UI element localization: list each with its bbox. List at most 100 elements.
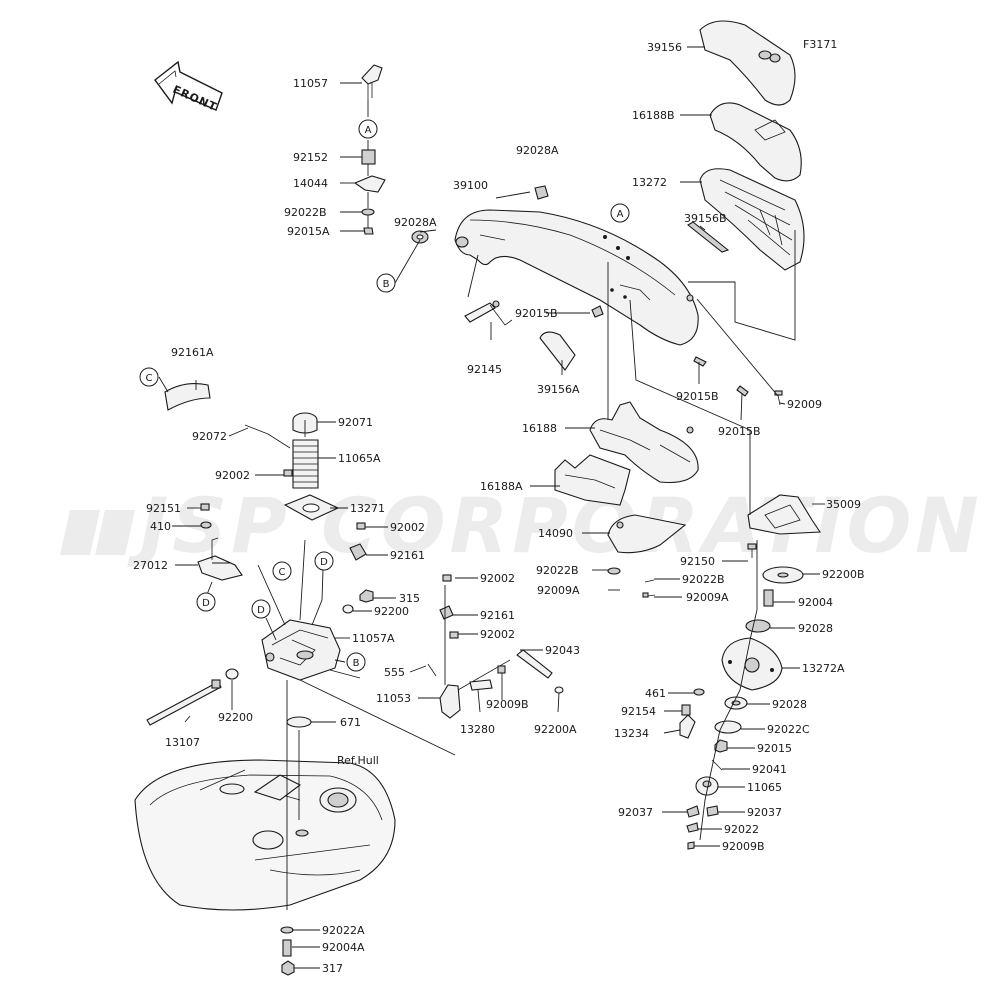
- label-555: 555: [384, 666, 405, 679]
- label-92002-d: 92002: [480, 628, 515, 641]
- plate-14090: [607, 514, 687, 554]
- label-92028-lower: 92028: [772, 698, 807, 711]
- pad-92161-b: [439, 605, 454, 620]
- label-92022A: 92022A: [322, 924, 365, 937]
- label-13280: 13280: [460, 723, 495, 736]
- hinge-14044: [353, 175, 386, 193]
- oring-671: [286, 716, 312, 728]
- lever-11053: [439, 684, 461, 719]
- label-11057A: 11057A: [352, 632, 395, 645]
- washer-92200-left: [225, 668, 239, 680]
- label-410: 410: [150, 520, 171, 533]
- label-92152: 92152: [293, 151, 328, 164]
- label-92009A-left: 92009A: [537, 584, 580, 597]
- label-92002-a: 92002: [215, 469, 250, 482]
- fitting-92004: [763, 589, 774, 607]
- label-92022C: 92022C: [767, 723, 810, 736]
- screw-92002-a: [283, 469, 293, 477]
- bracket-35009: [747, 494, 821, 535]
- washer-92022B: [607, 567, 621, 575]
- bolt-92150: [747, 543, 757, 558]
- hull-reference: [134, 759, 396, 911]
- label-39156B: 39156B: [684, 212, 727, 225]
- label-92154: 92154: [621, 705, 656, 718]
- label-92022B-left: 92022B: [284, 206, 327, 219]
- grating-13272: [699, 168, 805, 271]
- screw-92009B-right: [687, 841, 695, 850]
- label-92015B-right: 92015B: [718, 425, 761, 438]
- label-315: 315: [399, 592, 420, 605]
- label-317: 317: [322, 962, 343, 975]
- bolt-92028A-top: [534, 185, 549, 200]
- label-92022: 92022: [724, 823, 759, 836]
- callout-A-left: A: [365, 125, 372, 136]
- callout-D-upper: D: [320, 557, 328, 568]
- figure-id: F3171: [803, 38, 837, 51]
- plate-13272A: [721, 637, 783, 691]
- deck-39100: [454, 209, 699, 346]
- label-92009: 92009: [787, 398, 822, 411]
- clamp-92022: [686, 822, 699, 833]
- pad-39156B: [687, 221, 730, 253]
- label-16188A: 16188A: [480, 480, 523, 493]
- label-39156A: 39156A: [537, 383, 580, 396]
- fitting-13234: [679, 714, 696, 739]
- washer-92022C: [714, 720, 742, 734]
- label-92041: 92041: [752, 763, 787, 776]
- rod-13107: [146, 679, 222, 726]
- washer-92028: [745, 619, 771, 633]
- label-14044: 14044: [293, 177, 328, 190]
- label-92072: 92072: [192, 430, 227, 443]
- callout-D-lower: D: [257, 605, 265, 616]
- label-92004: 92004: [798, 596, 833, 609]
- duct-16188A: [554, 454, 631, 506]
- label-92015: 92015: [757, 742, 792, 755]
- nipple-92154: [681, 704, 691, 716]
- label-11065: 11065: [747, 781, 782, 794]
- label-92071: 92071: [338, 416, 373, 429]
- label-92043: 92043: [545, 644, 580, 657]
- label-13107: 13107: [165, 736, 200, 749]
- handle-11057: [361, 64, 383, 100]
- bellows-11065A: [292, 439, 319, 489]
- label-92002-c: 92002: [480, 572, 515, 585]
- label-92150: 92150: [680, 555, 715, 568]
- pad-39156A: [539, 331, 576, 371]
- watermark: JSP CORPORATION: [60, 481, 979, 570]
- washer-92022B-left: [361, 208, 375, 216]
- label-92200B: 92200B: [822, 568, 865, 581]
- screw-92002-c: [442, 574, 452, 582]
- callout-B-bottom: B: [353, 658, 360, 669]
- bushing-92028A-left: [411, 230, 429, 244]
- part-labels: 39156 16188B 13272 39156B 39100 92028A 9…: [133, 41, 865, 975]
- label-92028A-top: 92028A: [516, 144, 559, 157]
- label-16188: 16188: [522, 422, 557, 435]
- screws-92009A: [642, 579, 656, 598]
- label-16188B: 16188B: [632, 109, 675, 122]
- label-92037-right: 92037: [747, 806, 782, 819]
- label-92200A: 92200A: [534, 723, 577, 736]
- label-92151: 92151: [146, 502, 181, 515]
- label-35009: 35009: [826, 498, 861, 511]
- label-92161A: 92161A: [171, 346, 214, 359]
- label-92015B-mid: 92015B: [676, 390, 719, 403]
- label-92015B-upper: 92015B: [515, 307, 558, 320]
- label-39156: 39156: [647, 41, 682, 54]
- label-92028: 92028: [798, 622, 833, 635]
- label-92022B-right: 92022B: [682, 573, 725, 586]
- collar-92152: [361, 149, 376, 165]
- label-ref-hull: Ref.Hull: [337, 754, 379, 767]
- bracket-27012: [197, 537, 243, 581]
- front-arrow-icon: FRONT: [154, 60, 223, 114]
- duct-16188: [589, 401, 699, 484]
- label-14090: 14090: [538, 527, 573, 540]
- label-92200: 92200: [374, 605, 409, 618]
- label-92009A-right: 92009A: [686, 591, 729, 604]
- screw-92009B: [497, 665, 506, 674]
- washer-92200: [342, 604, 354, 614]
- callout-A-right: A: [617, 209, 624, 220]
- label-13271: 13271: [350, 502, 385, 515]
- nut-92015: [714, 739, 728, 753]
- label-92015A: 92015A: [287, 225, 330, 238]
